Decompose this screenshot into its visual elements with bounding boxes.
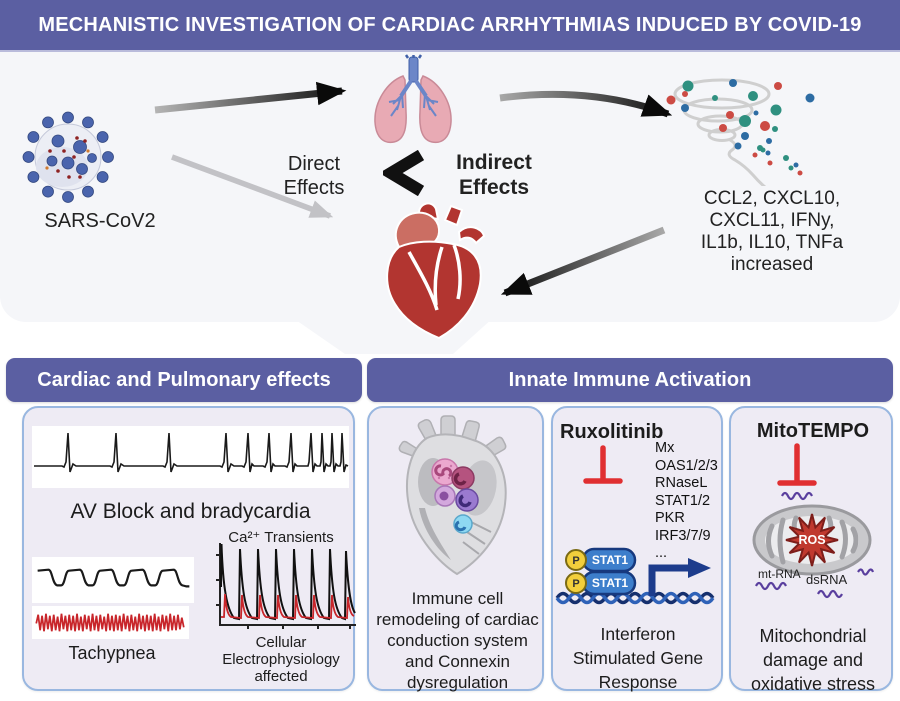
ca-transients-title: Ca²⁺ Transients [228,529,334,546]
effect-arrows [154,81,673,297]
ros-label: ROS [798,533,825,547]
page-title: MECHANISTIC INVESTIGATION OF CARDIAC ARR… [38,13,862,36]
dsrna-label: dsRNA [806,572,848,587]
heart-icon [386,202,486,340]
mitochondria-ros-icon: ROS mt-RNA dsRNA [752,491,875,599]
isg-gene: ... [655,545,668,561]
cardiac-panel-header-label: Cardiac and Pulmonary effects [37,368,331,391]
arrow-virus-to-lungs [154,81,347,114]
inhibition-icon [777,443,817,486]
virus-label: SARS-CoV2 [44,210,156,232]
tachypnea-trace [35,613,185,632]
cytokine-line: IL1b, IL10, TNFa [700,232,844,253]
isg-gene: PKR [655,510,685,526]
immune-cell-subpanel: Immune cell remodeling of cardiac conduc… [367,406,544,692]
ruxolitinib-caption: Interferon Stimulated Gene Response [572,624,704,692]
phosphate-label: P [572,555,579,567]
isg-gene-list: Mx OAS1/2/3 RNaseL STAT1/2 PKR IRF3/7/9 … [655,440,718,563]
isg-gene: OAS1/2/3 [655,457,718,474]
title-banner: MECHANISTIC INVESTIGATION OF CARDIAC ARR… [0,0,900,52]
mitotempo-caption: Mitochondrial damage and oxidative stres… [750,626,876,694]
cytokine-line: CXCL11, IFNy, [709,210,835,231]
cytokine-storm-icon [666,78,815,186]
isg-gene: IRF3/7/9 [655,527,711,544]
arrow-virus-to-heart [171,154,334,219]
stat1-label: STAT1 [592,553,629,567]
tachypnea-strip [32,606,189,639]
arrow-cytokines-to-heart [500,226,666,297]
stat1-transcription-diagram: STAT1 STAT1 P P [555,547,715,605]
arrow-lungs-to-cytokines [499,90,673,118]
ca-transients-plot [216,543,356,629]
cardiac-panel-header: Cardiac and Pulmonary effects [6,358,362,402]
immune-panel-header: Innate Immune Activation [367,358,893,402]
phosphate-label: P [572,578,579,590]
ecg-caption: AV Block and bradycardia [70,500,311,523]
less-than-symbol [383,150,425,196]
immune-cell-heart-icon [398,415,507,576]
immune-panel-header-label: Innate Immune Activation [508,368,752,391]
stat1-label: STAT1 [592,576,629,590]
breathing-strip [32,557,194,603]
lungs-icon [374,54,452,144]
indirect-effects-label: Indirect Effects [456,151,532,199]
cytokine-line: CCL2, CXCL10, [703,188,841,209]
ecg-trace [34,432,349,473]
isg-gene: STAT1/2 [655,492,711,509]
cytokine-line: increased [730,254,814,275]
ca-plot-caption: Cellular Electrophysiology affected [222,634,340,685]
mitotempo-subpanel: MitoTEMPO ROS mt-RNA dsRNA Mitochondrial [729,406,893,694]
ecg-strip [32,426,349,488]
direct-effects-label: Direct Effects [283,153,345,199]
mitotempo-title: MitoTEMPO [756,420,870,442]
isg-gene: RNaseL [655,475,708,491]
tachypnea-label: Tachypnea [68,643,156,663]
immune-cell-caption: Immune cell remodeling of cardiac conduc… [376,589,539,692]
ruxolitinib-subpanel: Ruxolitinib Mx OAS1/2/3 RNaseL STAT1/2 P… [551,406,723,692]
cytokine-list: CCL2, CXCL10, CXCL11, IFNy, IL1b, IL10, … [682,188,862,276]
cardiac-panel: AV Block and bradycardia Tachypnea Ca²⁺ … [22,406,356,691]
isg-gene: Mx [655,440,675,456]
breathing-trace [37,568,190,588]
mt-rna-label: mt-RNA [758,567,801,581]
inhibition-icon [583,445,623,484]
ruxolitinib-title: Ruxolitinib [560,421,664,443]
sars-cov2-virus-icon [22,111,114,203]
